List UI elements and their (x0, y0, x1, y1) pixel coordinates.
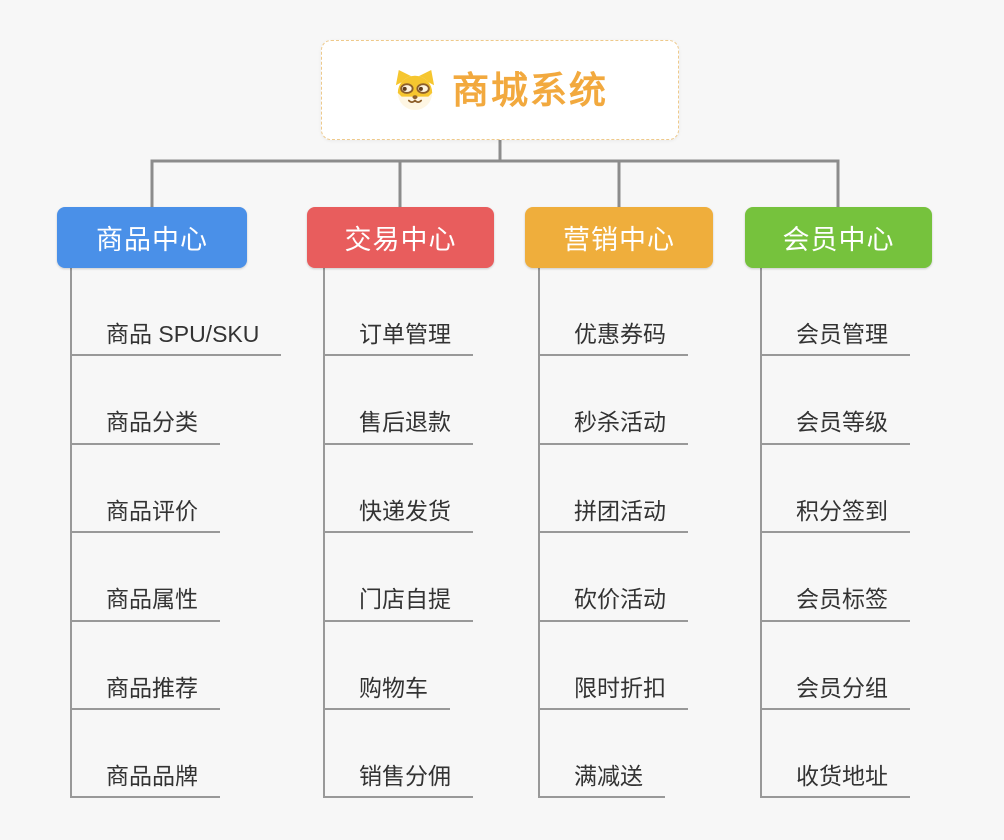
branch-trunk-line (538, 268, 540, 798)
branch-trunk-line (760, 268, 762, 798)
branch-header-product-center[interactable]: 商品中心 (57, 207, 247, 268)
branch-subtree-marketing: 优惠券码 秒杀活动 拼团活动 砍价活动 限时折扣 满减送 (538, 268, 688, 799)
leaf-topic[interactable]: 会员等级 (760, 356, 910, 445)
leaf-topic[interactable]: 商品 SPU/SKU (70, 268, 282, 357)
branch-trunk-line (70, 268, 72, 798)
branch-subtree-product: 商品 SPU/SKU 商品分类 商品评价 商品属性 商品推荐 商品品牌 (70, 268, 282, 799)
leaf-topic[interactable]: 会员管理 (760, 268, 910, 357)
branch-header-trade-center[interactable]: 交易中心 (307, 207, 494, 268)
leaf-topic[interactable]: 销售分佣 (323, 710, 473, 799)
leaf-topic[interactable]: 优惠券码 (538, 268, 688, 357)
branch-trunk-line (323, 268, 325, 798)
root-topic[interactable]: 商城系统 (321, 40, 679, 140)
leaf-topic[interactable]: 商品推荐 (70, 622, 220, 710)
leaf-topic[interactable]: 拼团活动 (538, 445, 688, 534)
branch-header-marketing-center[interactable]: 营销中心 (525, 207, 713, 268)
leaf-topic[interactable]: 会员分组 (760, 622, 910, 710)
branch-subtree-trade: 订单管理 售后退款 快递发货 门店自提 购物车 销售分佣 (323, 268, 473, 799)
branch-header-member-center[interactable]: 会员中心 (745, 207, 932, 268)
leaf-topic[interactable]: 订单管理 (323, 268, 473, 357)
leaf-topic[interactable]: 购物车 (323, 622, 450, 710)
root-topic-title: 商城系统 (452, 69, 608, 111)
leaf-topic[interactable]: 商品品牌 (70, 710, 220, 799)
leaf-topic[interactable]: 收货地址 (760, 710, 910, 799)
leaf-topic[interactable]: 商品评价 (70, 445, 220, 534)
leaf-topic[interactable]: 商品属性 (70, 533, 220, 622)
leaf-topic[interactable]: 会员标签 (760, 533, 910, 622)
leaf-topic[interactable]: 积分签到 (760, 445, 910, 534)
leaf-topic[interactable]: 快递发货 (323, 445, 473, 534)
leaf-topic[interactable]: 秒杀活动 (538, 356, 688, 445)
leaf-topic[interactable]: 售后退款 (323, 356, 473, 445)
branch-subtree-member: 会员管理 会员等级 积分签到 会员标签 会员分组 收货地址 (760, 268, 910, 799)
leaf-topic[interactable]: 商品分类 (70, 356, 220, 445)
leaf-topic[interactable]: 限时折扣 (538, 622, 688, 710)
dog-face-icon (392, 69, 438, 111)
leaf-topic[interactable]: 砍价活动 (538, 533, 688, 622)
leaf-topic[interactable]: 门店自提 (323, 533, 473, 622)
leaf-topic[interactable]: 满减送 (538, 710, 665, 799)
